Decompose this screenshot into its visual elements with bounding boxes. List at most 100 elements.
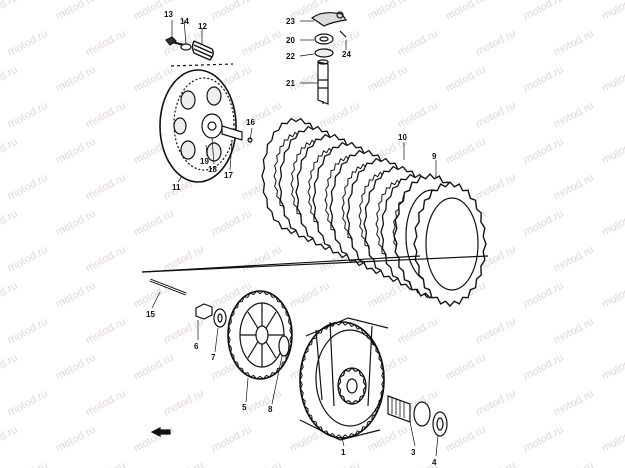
callout-18: 18 bbox=[208, 165, 217, 174]
watermark-text: motod.ru bbox=[240, 244, 284, 275]
watermark-text: motod.ru bbox=[474, 388, 518, 419]
watermark-text: motod.ru bbox=[600, 136, 625, 167]
watermark-text: motod.ru bbox=[84, 460, 128, 468]
friction-plate bbox=[413, 180, 487, 308]
watermark-text: motod.ru bbox=[54, 280, 98, 311]
callout-13: 13 bbox=[164, 10, 173, 19]
watermark-text: motod.ru bbox=[0, 280, 20, 311]
watermark-text: motod.ru bbox=[444, 424, 488, 455]
watermark-text: motod.ru bbox=[54, 352, 98, 383]
watermark-text: motod.ru bbox=[210, 208, 254, 239]
pressure-plate bbox=[159, 69, 253, 183]
nut-and-washer bbox=[195, 303, 227, 328]
watermark-text: motod.ru bbox=[6, 100, 50, 131]
watermark-text: motod.ru bbox=[600, 64, 625, 95]
watermark-text: motod.ru bbox=[162, 460, 206, 468]
primary-drive-gear-teeth bbox=[337, 367, 367, 405]
sleeve-hub-teeth bbox=[227, 290, 293, 380]
callout-1: 1 bbox=[341, 448, 346, 457]
housing-gear-teeth bbox=[299, 321, 385, 439]
watermark-text: motod.ru bbox=[552, 100, 596, 131]
callout-14: 14 bbox=[180, 17, 189, 26]
watermark-text: motod.ru bbox=[54, 136, 98, 167]
front-arrow-icon bbox=[150, 427, 171, 437]
callout-9: 9 bbox=[432, 152, 437, 161]
watermark-text: motod.ru bbox=[552, 244, 596, 275]
callout-20: 20 bbox=[286, 36, 295, 45]
callout-16: 16 bbox=[246, 118, 255, 127]
callout-7: 7 bbox=[211, 353, 216, 362]
push-rod bbox=[141, 255, 489, 296]
watermark-text: motod.ru bbox=[162, 388, 206, 419]
watermark-text: motod.ru bbox=[522, 280, 566, 311]
sleeve-hub bbox=[227, 290, 293, 380]
watermark-text: motod.ru bbox=[600, 352, 625, 383]
callout-10: 10 bbox=[398, 133, 407, 142]
watermark-text: motod.ru bbox=[552, 28, 596, 59]
watermark-text: motod.ru bbox=[444, 64, 488, 95]
callout-12: 12 bbox=[198, 22, 207, 31]
watermark-text: motod.ru bbox=[318, 100, 362, 131]
watermark-text: motod.ru bbox=[396, 316, 440, 347]
watermark-text: motod.ru bbox=[84, 172, 128, 203]
callout-4: 4 bbox=[432, 458, 437, 467]
watermark-text: motod.ru bbox=[522, 208, 566, 239]
watermark-text: motod.ru bbox=[474, 172, 518, 203]
leader-lines bbox=[151, 19, 439, 457]
callout-21: 21 bbox=[286, 79, 295, 88]
watermark-text: motod.ru bbox=[54, 0, 98, 23]
watermark-text: motod.ru bbox=[0, 352, 20, 383]
watermark-text: motod.ru bbox=[552, 388, 596, 419]
callout-11: 11 bbox=[172, 183, 181, 192]
watermark-text: motod.ru bbox=[54, 208, 98, 239]
watermark-text: motod.ru bbox=[318, 460, 362, 468]
watermark-text: motod.ru bbox=[54, 64, 98, 95]
watermark-text: motod.ru bbox=[0, 0, 20, 23]
watermark-text: motod.ru bbox=[552, 316, 596, 347]
watermark-text: motod.ru bbox=[522, 352, 566, 383]
watermark-text: motod.ru bbox=[84, 28, 128, 59]
watermark-text: motod.ru bbox=[522, 424, 566, 455]
watermark-text: motod.ru bbox=[0, 136, 20, 167]
clutch-housing bbox=[299, 317, 389, 441]
watermark-text: motod.ru bbox=[552, 172, 596, 203]
watermark-text: motod.ru bbox=[6, 172, 50, 203]
callout-23: 23 bbox=[286, 17, 295, 26]
watermark-text: motod.ru bbox=[474, 316, 518, 347]
watermark-text: motod.ru bbox=[84, 316, 128, 347]
clutch-plate-stack bbox=[261, 117, 487, 308]
watermark-text: motod.ru bbox=[132, 280, 176, 311]
watermark-text: motod.ru bbox=[474, 28, 518, 59]
callout-labels: 13 14 12 23 20 22 24 21 16 19 18 17 11 1… bbox=[146, 10, 437, 467]
watermark-text: motod.ru bbox=[522, 64, 566, 95]
watermark-text: motod.ru bbox=[210, 424, 254, 455]
watermark-text: motod.ru bbox=[6, 28, 50, 59]
release-screw-assembly bbox=[165, 36, 234, 67]
watermark-text: motod.ru bbox=[366, 0, 410, 23]
watermark-text: motod.ru bbox=[6, 316, 50, 347]
watermark-text: motod.ru bbox=[6, 244, 50, 275]
callout-15: 15 bbox=[146, 310, 155, 319]
watermark-text: motod.ru bbox=[444, 352, 488, 383]
plate-inner-ring bbox=[425, 197, 479, 291]
watermark-text: motod.ru bbox=[84, 244, 128, 275]
watermark-text: motod.ru bbox=[240, 460, 284, 468]
watermark-text: motod.ru bbox=[6, 388, 50, 419]
callout-5: 5 bbox=[242, 403, 247, 412]
watermark-text: motod.ru bbox=[288, 280, 332, 311]
watermark-text: motod.ru bbox=[132, 424, 176, 455]
watermark-text: motod.ru bbox=[240, 28, 284, 59]
callout-22: 22 bbox=[286, 52, 295, 61]
callout-3: 3 bbox=[411, 448, 416, 457]
watermark-text: motod.ru bbox=[474, 100, 518, 131]
callout-8: 8 bbox=[268, 405, 273, 414]
watermark-text: motod.ru bbox=[84, 388, 128, 419]
watermark-text: motod.ru bbox=[6, 460, 50, 468]
watermark-text: motod.ru bbox=[0, 64, 20, 95]
watermark-text: motod.ru bbox=[162, 316, 206, 347]
watermark-text: motod.ru bbox=[522, 136, 566, 167]
watermark-text: motod.ru bbox=[366, 424, 410, 455]
watermark-text: motod.ru bbox=[0, 208, 20, 239]
callout-6: 6 bbox=[194, 342, 199, 351]
watermark-text: motod.ru bbox=[0, 424, 20, 455]
